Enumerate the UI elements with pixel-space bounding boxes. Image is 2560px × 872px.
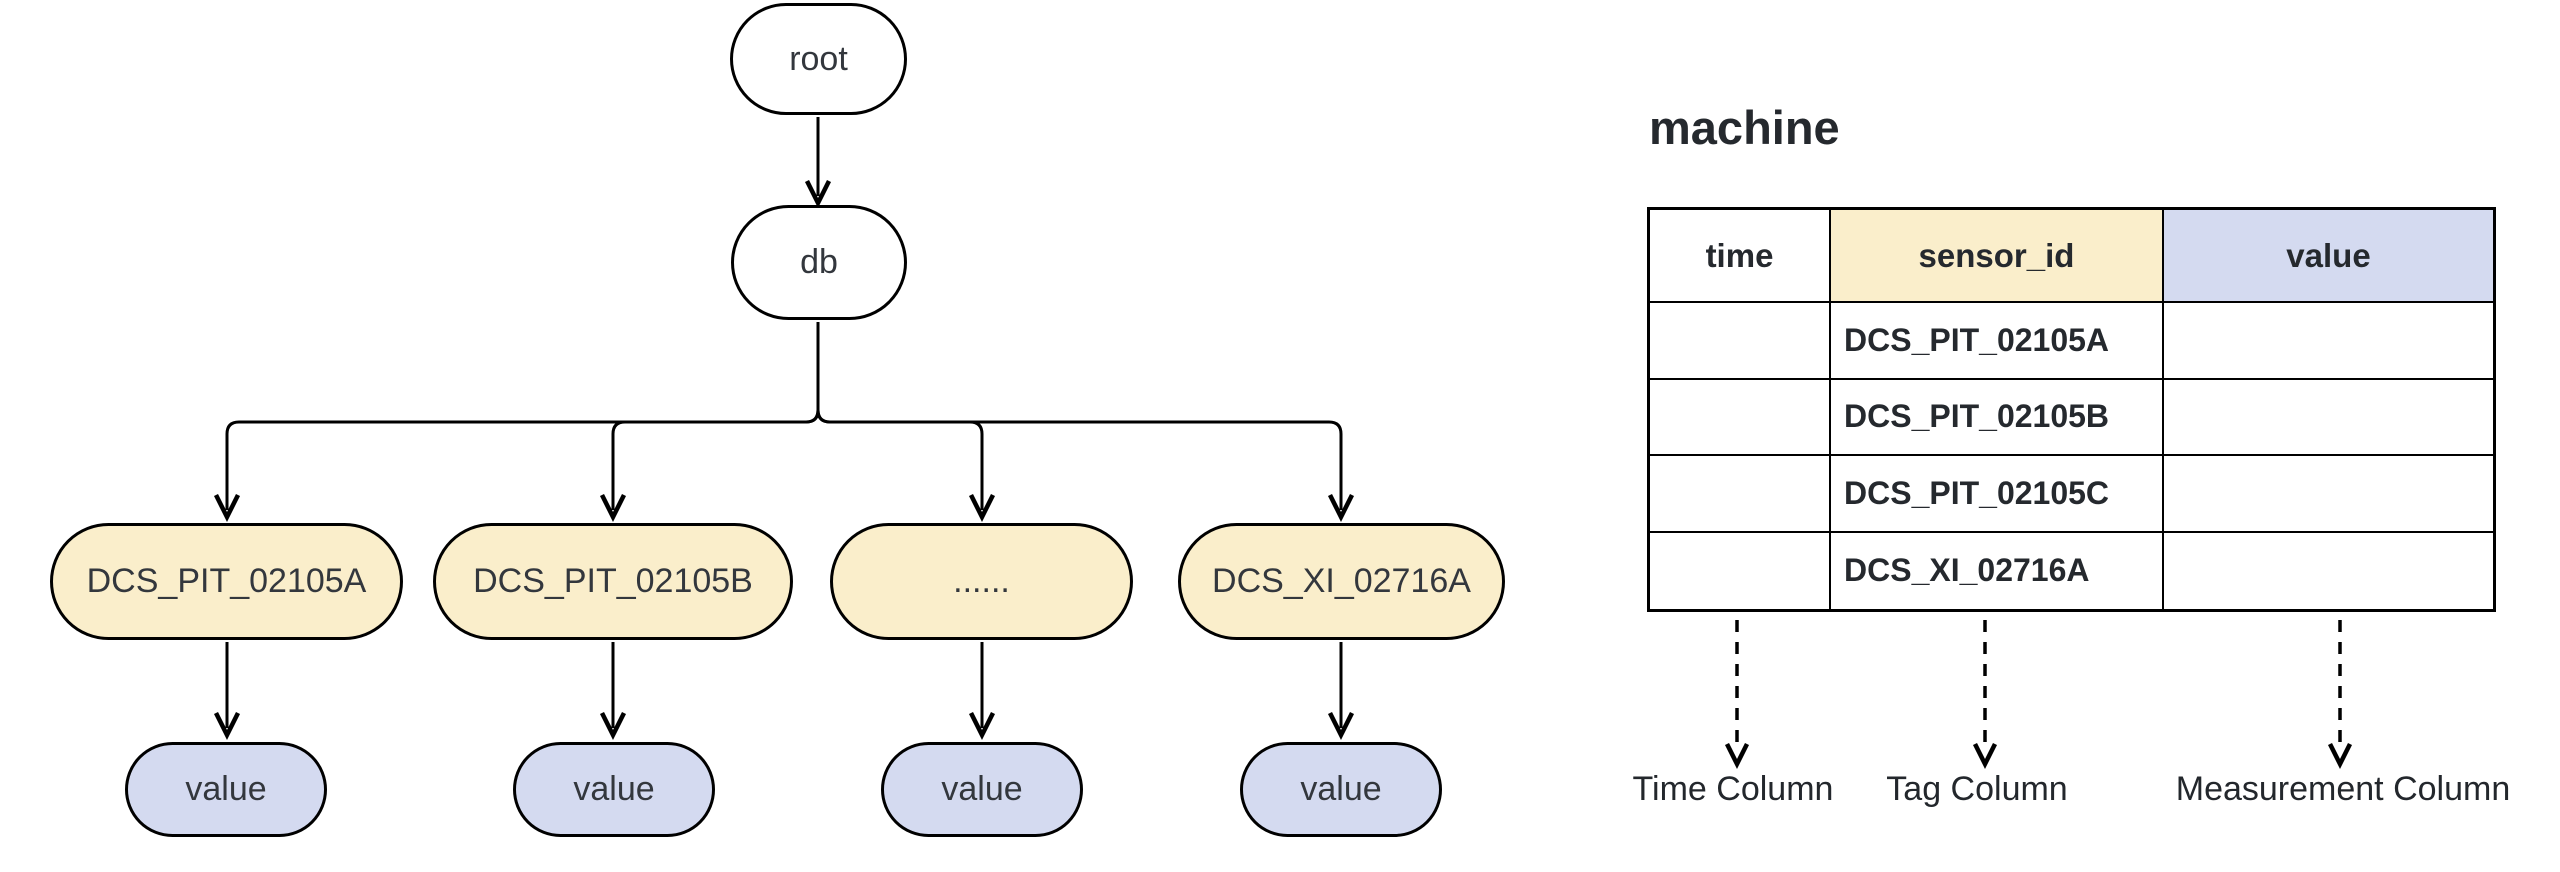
arrowhead-icon: [1724, 742, 1750, 770]
table-cell-empty: [2164, 379, 2493, 456]
table-cell-sensor-id: DCS_PIT_02105A: [1831, 303, 2164, 380]
table-header-sensor-id: sensor_id: [1831, 210, 2164, 303]
annotation-measurement-column: Measurement Column: [2175, 770, 2511, 808]
arrowhead-icon: [2327, 742, 2353, 770]
tree-node-db: db: [731, 205, 907, 320]
arrowhead-icon: [599, 711, 627, 741]
table-cell-empty: [2164, 456, 2493, 533]
cell-text: DCS_PIT_02105A: [1844, 321, 2110, 358]
arrowhead-icon: [599, 493, 627, 523]
tree-node-label: ......: [953, 562, 1010, 600]
edge-db-sensor3: [816, 322, 984, 510]
tree-node-label: value: [185, 770, 267, 808]
tree-node-sensor-ellipsis: ......: [830, 523, 1133, 640]
table-title: machine: [1649, 101, 1840, 154]
tree-node-label: value: [1300, 770, 1382, 808]
edge-db-sensor1: [225, 322, 820, 510]
arrowhead-icon: [1327, 711, 1355, 741]
tree-node-label: DCS_XI_02716A: [1212, 562, 1471, 600]
tree-node-value-4: value: [1240, 742, 1442, 837]
table-cell-sensor-id: DCS_PIT_02105C: [1831, 456, 2164, 533]
cell-text: DCS_PIT_02105C: [1844, 474, 2110, 511]
tree-node-label: value: [941, 770, 1023, 808]
table-cell-empty: [1650, 303, 1831, 380]
header-label: value: [2286, 236, 2371, 274]
table-cell-empty: [1650, 456, 1831, 533]
header-label: sensor_id: [1918, 236, 2075, 274]
tree-node-root: root: [730, 3, 907, 115]
tree-node-label: db: [800, 243, 838, 281]
tree-node-sensor-2: DCS_PIT_02105B: [433, 523, 793, 640]
machine-table: time sensor_id value DCS_PIT_02105A DCS_…: [1647, 207, 2496, 612]
table-cell-empty: [1650, 532, 1831, 609]
tree-node-sensor-4: DCS_XI_02716A: [1178, 523, 1505, 640]
tree-node-sensor-1: DCS_PIT_02105A: [50, 523, 403, 640]
edge-db-sensor2: [611, 322, 820, 510]
tree-node-label: DCS_PIT_02105A: [86, 562, 367, 600]
table-cell-sensor-id: DCS_PIT_02105B: [1831, 379, 2164, 456]
arrowhead-icon: [1972, 742, 1998, 770]
table-cell-sensor-id: DCS_XI_02716A: [1831, 532, 2164, 609]
arrowhead-icon: [804, 179, 832, 209]
annotation-time-column: Time Column: [1632, 770, 1834, 808]
arrowhead-icon: [968, 711, 996, 741]
tree-node-label: DCS_PIT_02105B: [473, 562, 753, 600]
arrowhead-icon: [213, 493, 241, 523]
header-label: time: [1705, 236, 1774, 274]
table-cell-empty: [1650, 379, 1831, 456]
table-cell-empty: [2164, 303, 2493, 380]
cell-text: DCS_PIT_02105B: [1844, 398, 2110, 435]
tree-node-label: value: [573, 770, 655, 808]
tree-node-value-3: value: [881, 742, 1083, 837]
annotation-tag-column: Tag Column: [1886, 770, 2068, 808]
arrowhead-icon: [213, 711, 241, 741]
tree-node-label: root: [789, 39, 848, 78]
table-header-value: value: [2164, 210, 2493, 303]
arrowhead-icon: [968, 493, 996, 523]
tree-node-value-2: value: [513, 742, 715, 837]
cell-text: DCS_XI_02716A: [1844, 552, 2090, 589]
arrowhead-icon: [1327, 493, 1355, 523]
table-cell-empty: [2164, 532, 2493, 609]
table-header-time: time: [1650, 210, 1831, 303]
edge-db-sensor4: [816, 322, 1343, 510]
tree-node-value-1: value: [125, 742, 327, 837]
